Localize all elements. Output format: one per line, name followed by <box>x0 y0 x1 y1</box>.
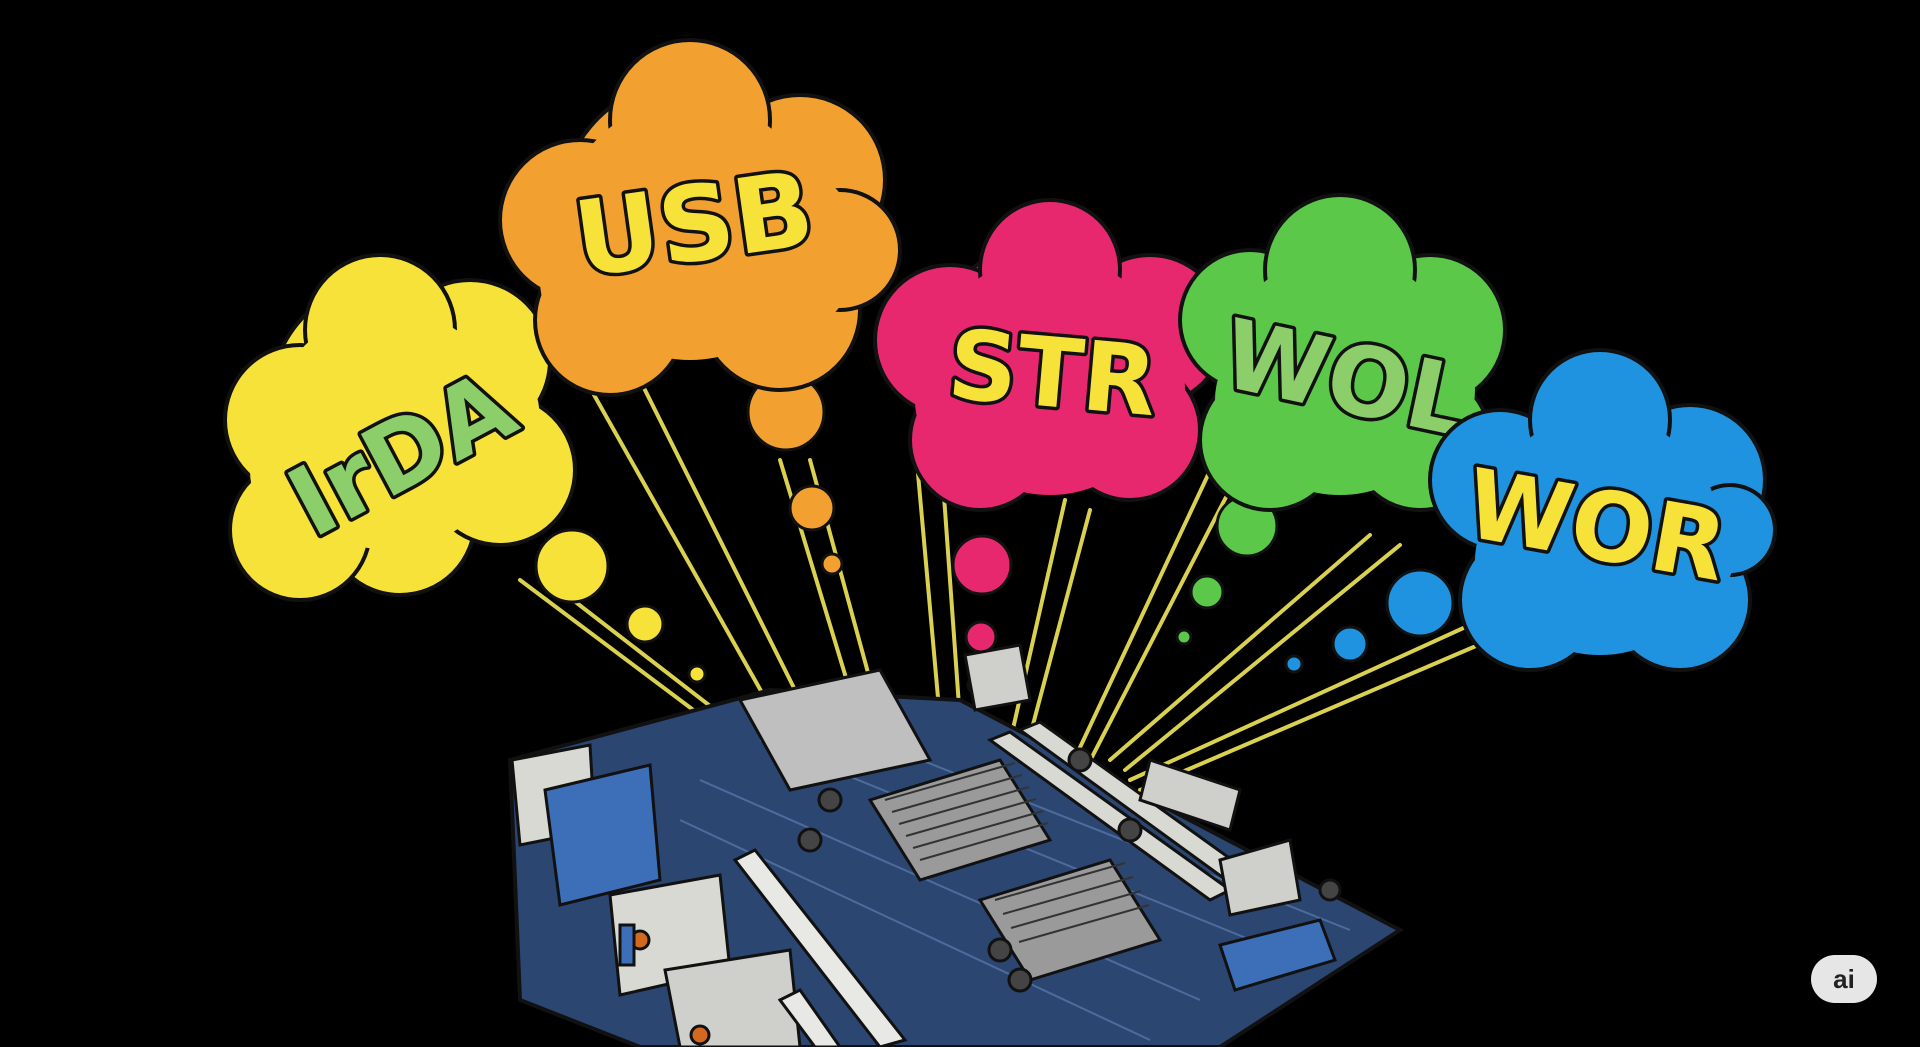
cloud-usb: USB <box>498 38 902 397</box>
motherboard-illustration <box>507 643 1404 1047</box>
cloud-wol: WOL <box>1178 193 1507 512</box>
cloud-irda: IrDA <box>223 253 577 602</box>
ai-badge[interactable]: ai <box>1811 955 1877 1003</box>
cloud-wor: WOR <box>1428 348 1777 672</box>
ai-badge-label: ai <box>1833 963 1855 994</box>
wol-label: WOL <box>1213 298 1480 459</box>
str-label: STR <box>944 309 1162 439</box>
thought-bubbles <box>534 372 1455 695</box>
cloud-str: STR <box>873 198 1227 512</box>
